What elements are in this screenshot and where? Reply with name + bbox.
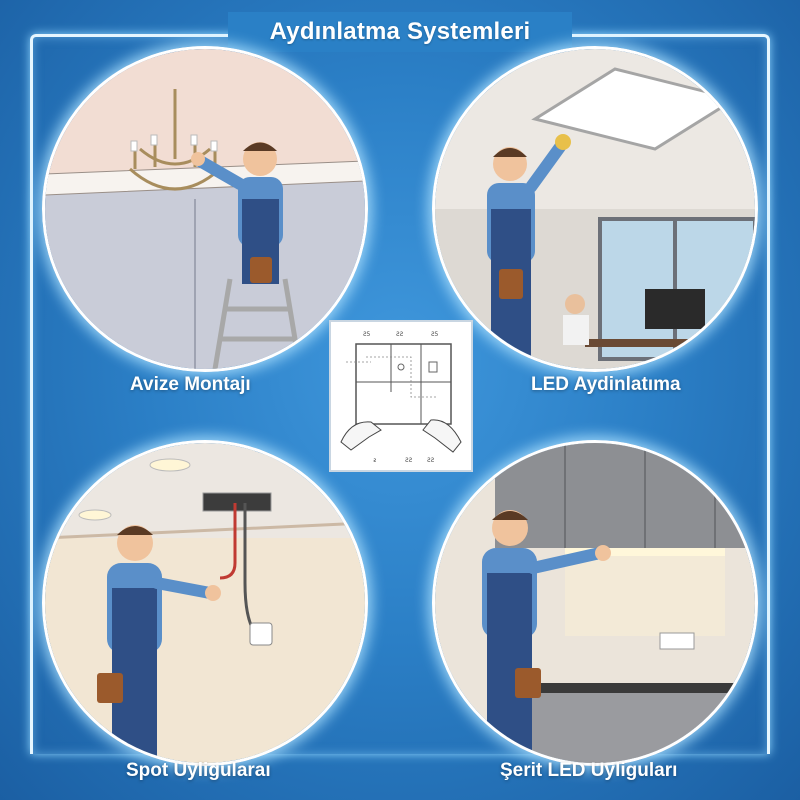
plan-top-mark: Ƨ5 bbox=[363, 331, 371, 338]
plan-top-mark: Ƨ5 bbox=[431, 331, 439, 338]
office-worker-figure bbox=[563, 294, 589, 345]
chandelier-scene bbox=[45, 49, 365, 369]
kitchen-scene bbox=[435, 443, 755, 763]
led-panel-installation-illustration bbox=[432, 46, 758, 372]
plan-top-mark: ƧƧ bbox=[396, 331, 404, 338]
plan-bottom-mark: ƧƧ bbox=[405, 457, 413, 464]
hand-icon bbox=[340, 419, 462, 453]
panel-label-led: LED Aydinlatıma bbox=[531, 374, 681, 395]
spotlight-installation-illustration bbox=[42, 440, 368, 766]
chandelier-installation-illustration bbox=[42, 46, 368, 372]
panel-label-spot: Spot Uyligularaı bbox=[126, 760, 271, 781]
electrician-figure bbox=[487, 134, 571, 369]
spotlight-scene bbox=[45, 443, 365, 763]
strip-led-installation-illustration bbox=[432, 440, 758, 766]
plan-bottom-mark: ƨ bbox=[373, 457, 377, 464]
panel-label-chandelier: Avize Montajı bbox=[130, 374, 251, 395]
title-box: Aydınlatma Systemleri bbox=[228, 12, 572, 52]
wiring-plan-diagram: Ƨ5 ƧƧ Ƨ5 ƨ ƧƧ ƧƧ bbox=[340, 331, 462, 464]
panel-label-strip-led: Şerit LED Uyliguları bbox=[500, 760, 678, 781]
ladder-icon bbox=[212, 278, 303, 369]
led-office-scene bbox=[435, 49, 755, 369]
plan-bottom-mark: ƧƧ bbox=[427, 457, 435, 464]
page-title: Aydınlatma Systemleri bbox=[269, 18, 531, 45]
electrician-figure bbox=[97, 525, 221, 763]
electrician-figure bbox=[191, 142, 283, 284]
wiring-plan-card: Ƨ5 ƧƧ Ƨ5 ƨ ƧƧ ƧƧ bbox=[329, 320, 473, 472]
